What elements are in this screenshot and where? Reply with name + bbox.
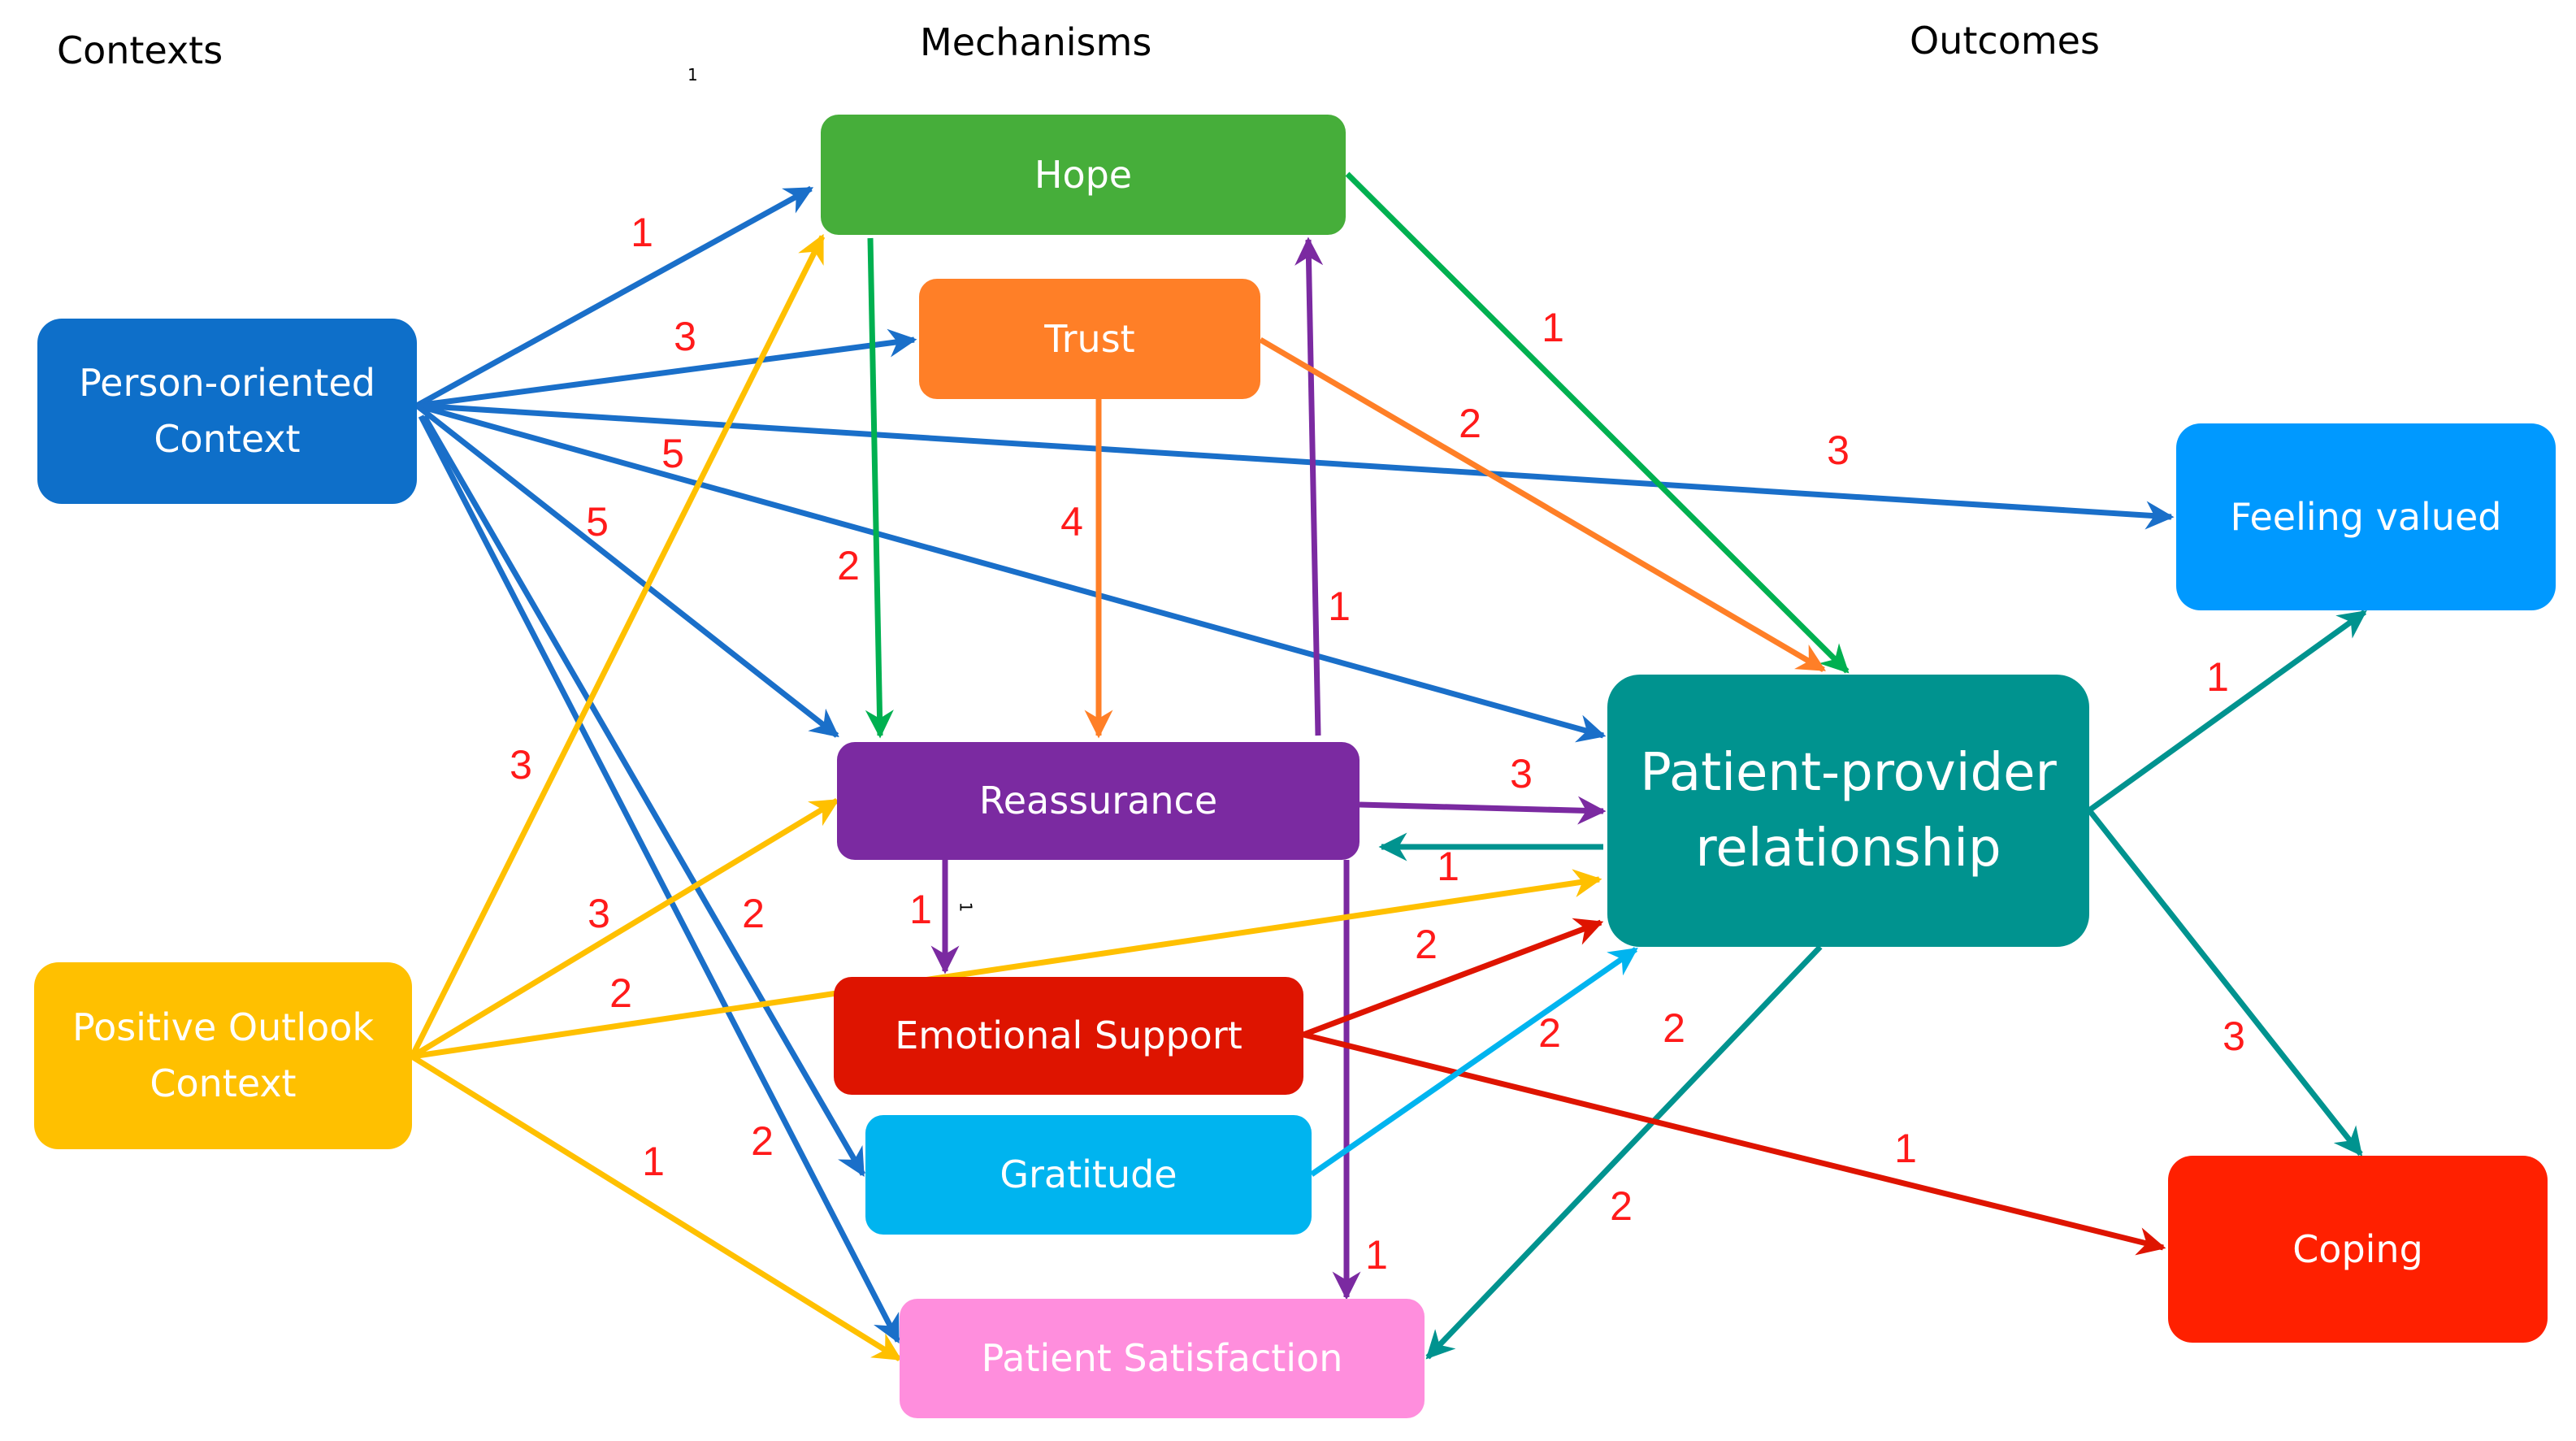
count-label-pol-es-2: 2: [609, 970, 632, 1016]
node-label: Patient Satisfaction: [981, 1336, 1343, 1380]
node-label: Context: [154, 417, 301, 461]
edge-count-label-po-feeling: 3: [1827, 428, 1850, 473]
edge-count-label-reass-es: 1: [909, 887, 932, 932]
edge-count-label-pol-reass: 3: [588, 891, 610, 936]
edge-po-pp: [416, 402, 1607, 743]
node-gratitude[interactable]: Gratitude: [865, 1115, 1312, 1235]
node-label: Context: [150, 1061, 297, 1105]
node-label: Feeling valued: [2230, 494, 2502, 539]
count-labels-layer: 1 3 3 5 5 2 2 2 4 1 1 2 3 1 1 1 3 2 2 1 2 3 3 1 1 2 2: [510, 210, 2245, 1278]
node-hope[interactable]: Hope: [821, 115, 1346, 235]
node-trust[interactable]: Trust: [919, 279, 1260, 399]
node-label: Patient-provider: [1640, 742, 2057, 803]
edge-count-label-po-reass: 5: [586, 499, 609, 545]
node-feeling-valued[interactable]: Feeling valued: [2176, 423, 2556, 610]
edge-count-label-pp-coping: 3: [2223, 1013, 2245, 1059]
edge-count-label-reass-ps: 1: [1365, 1232, 1388, 1278]
edges-layer: [409, 171, 2367, 1361]
node-label: Gratitude: [1000, 1152, 1177, 1196]
column-header-mechanisms: Mechanisms: [920, 20, 1152, 64]
edge-po-trust: [416, 328, 917, 409]
edge-po-reass: [414, 403, 839, 738]
edge-pp-feeling: [2087, 610, 2367, 813]
edge-count-label-po-pp: 5: [661, 431, 684, 476]
node-coping[interactable]: Coping: [2168, 1156, 2548, 1343]
node-patient-satisfaction[interactable]: Patient Satisfaction: [900, 1299, 1425, 1418]
edge-count-label-reass-pp: 3: [1510, 751, 1533, 796]
edge-pol-hope: [409, 233, 826, 1058]
node-emotional-support[interactable]: Emotional Support: [834, 977, 1303, 1095]
edge-po-grat: [421, 415, 866, 1178]
edge-pol-reass: [410, 798, 839, 1059]
edge-count-label-trust-reass: 4: [1060, 499, 1083, 545]
edge-count-label-po-trust: 3: [674, 314, 696, 359]
column-header-contexts: Contexts: [57, 28, 223, 72]
edge-pol-pp: [411, 869, 1602, 1060]
edge-count-label-po-hope: 1: [631, 210, 653, 255]
edge-pp-ps: [1425, 944, 1823, 1360]
edge-count-label-hope-reass: 2: [837, 543, 860, 588]
edge-count-label-pol-pp: 1: [1437, 844, 1459, 889]
node-label: Positive Outlook: [72, 1005, 375, 1049]
edge-pp-coping: [2087, 808, 2363, 1157]
edge-count-label-po-ps: 2: [751, 1118, 774, 1164]
edge-es-coping: [1303, 1031, 2166, 1256]
edge-es-pp: [1302, 918, 1604, 1038]
edge-po-hope: [415, 185, 814, 409]
node-label: relationship: [1695, 818, 2001, 879]
stray-mark-rotated: 1: [956, 901, 976, 913]
node-label: Emotional Support: [895, 1013, 1242, 1057]
edge-trust-pp: [1259, 336, 1827, 673]
node-reassurance[interactable]: Reassurance: [837, 742, 1360, 860]
node-label: Reassurance: [978, 779, 1218, 822]
edge-count-label-pol-hope: 3: [510, 742, 532, 788]
edge-count-label-pp-ps: 2: [1610, 1183, 1633, 1229]
node-label: Hope: [1034, 152, 1133, 197]
edge-count-label-es-pp: 2: [1415, 922, 1438, 967]
edge-count-label-pp-feeling: 1: [2206, 654, 2229, 700]
node-label: Coping: [2292, 1226, 2423, 1271]
edge-count-label-es-coping: 1: [1894, 1126, 1917, 1171]
node-label: Person-oriented: [79, 361, 375, 405]
edge-pol-ps: [410, 1054, 902, 1361]
edge-po-feeling: [416, 402, 2175, 530]
column-header-outcomes: Outcomes: [1910, 19, 2100, 63]
edge-grat-pp: [1310, 947, 1638, 1177]
node-label: Trust: [1044, 316, 1135, 361]
edge-reass-hope: [1295, 237, 1324, 736]
edge-count-label-trust-pp: 2: [1459, 401, 1481, 446]
edge-count-label-po-grat: 2: [742, 891, 765, 936]
edge-hope-reass: [865, 237, 894, 739]
edge-count-label-hope-pp: 1: [1542, 305, 1564, 350]
edge-count-label-pol-ps: 1: [642, 1139, 665, 1184]
edge-count-label-grat-pp: 2: [1538, 1010, 1561, 1056]
edge-po-ps: [418, 415, 901, 1344]
edge-hope-pp: [1345, 171, 1850, 674]
stray-mark-top: 1: [687, 65, 698, 85]
edge-count-label-reass-hope: 1: [1328, 584, 1351, 629]
edge-reass-pp: [1359, 796, 1607, 825]
count-label-pp-ps-2b: 2: [1663, 1005, 1685, 1051]
node-patient-provider-relationship[interactable]: Patient-provider relationship: [1607, 675, 2089, 947]
